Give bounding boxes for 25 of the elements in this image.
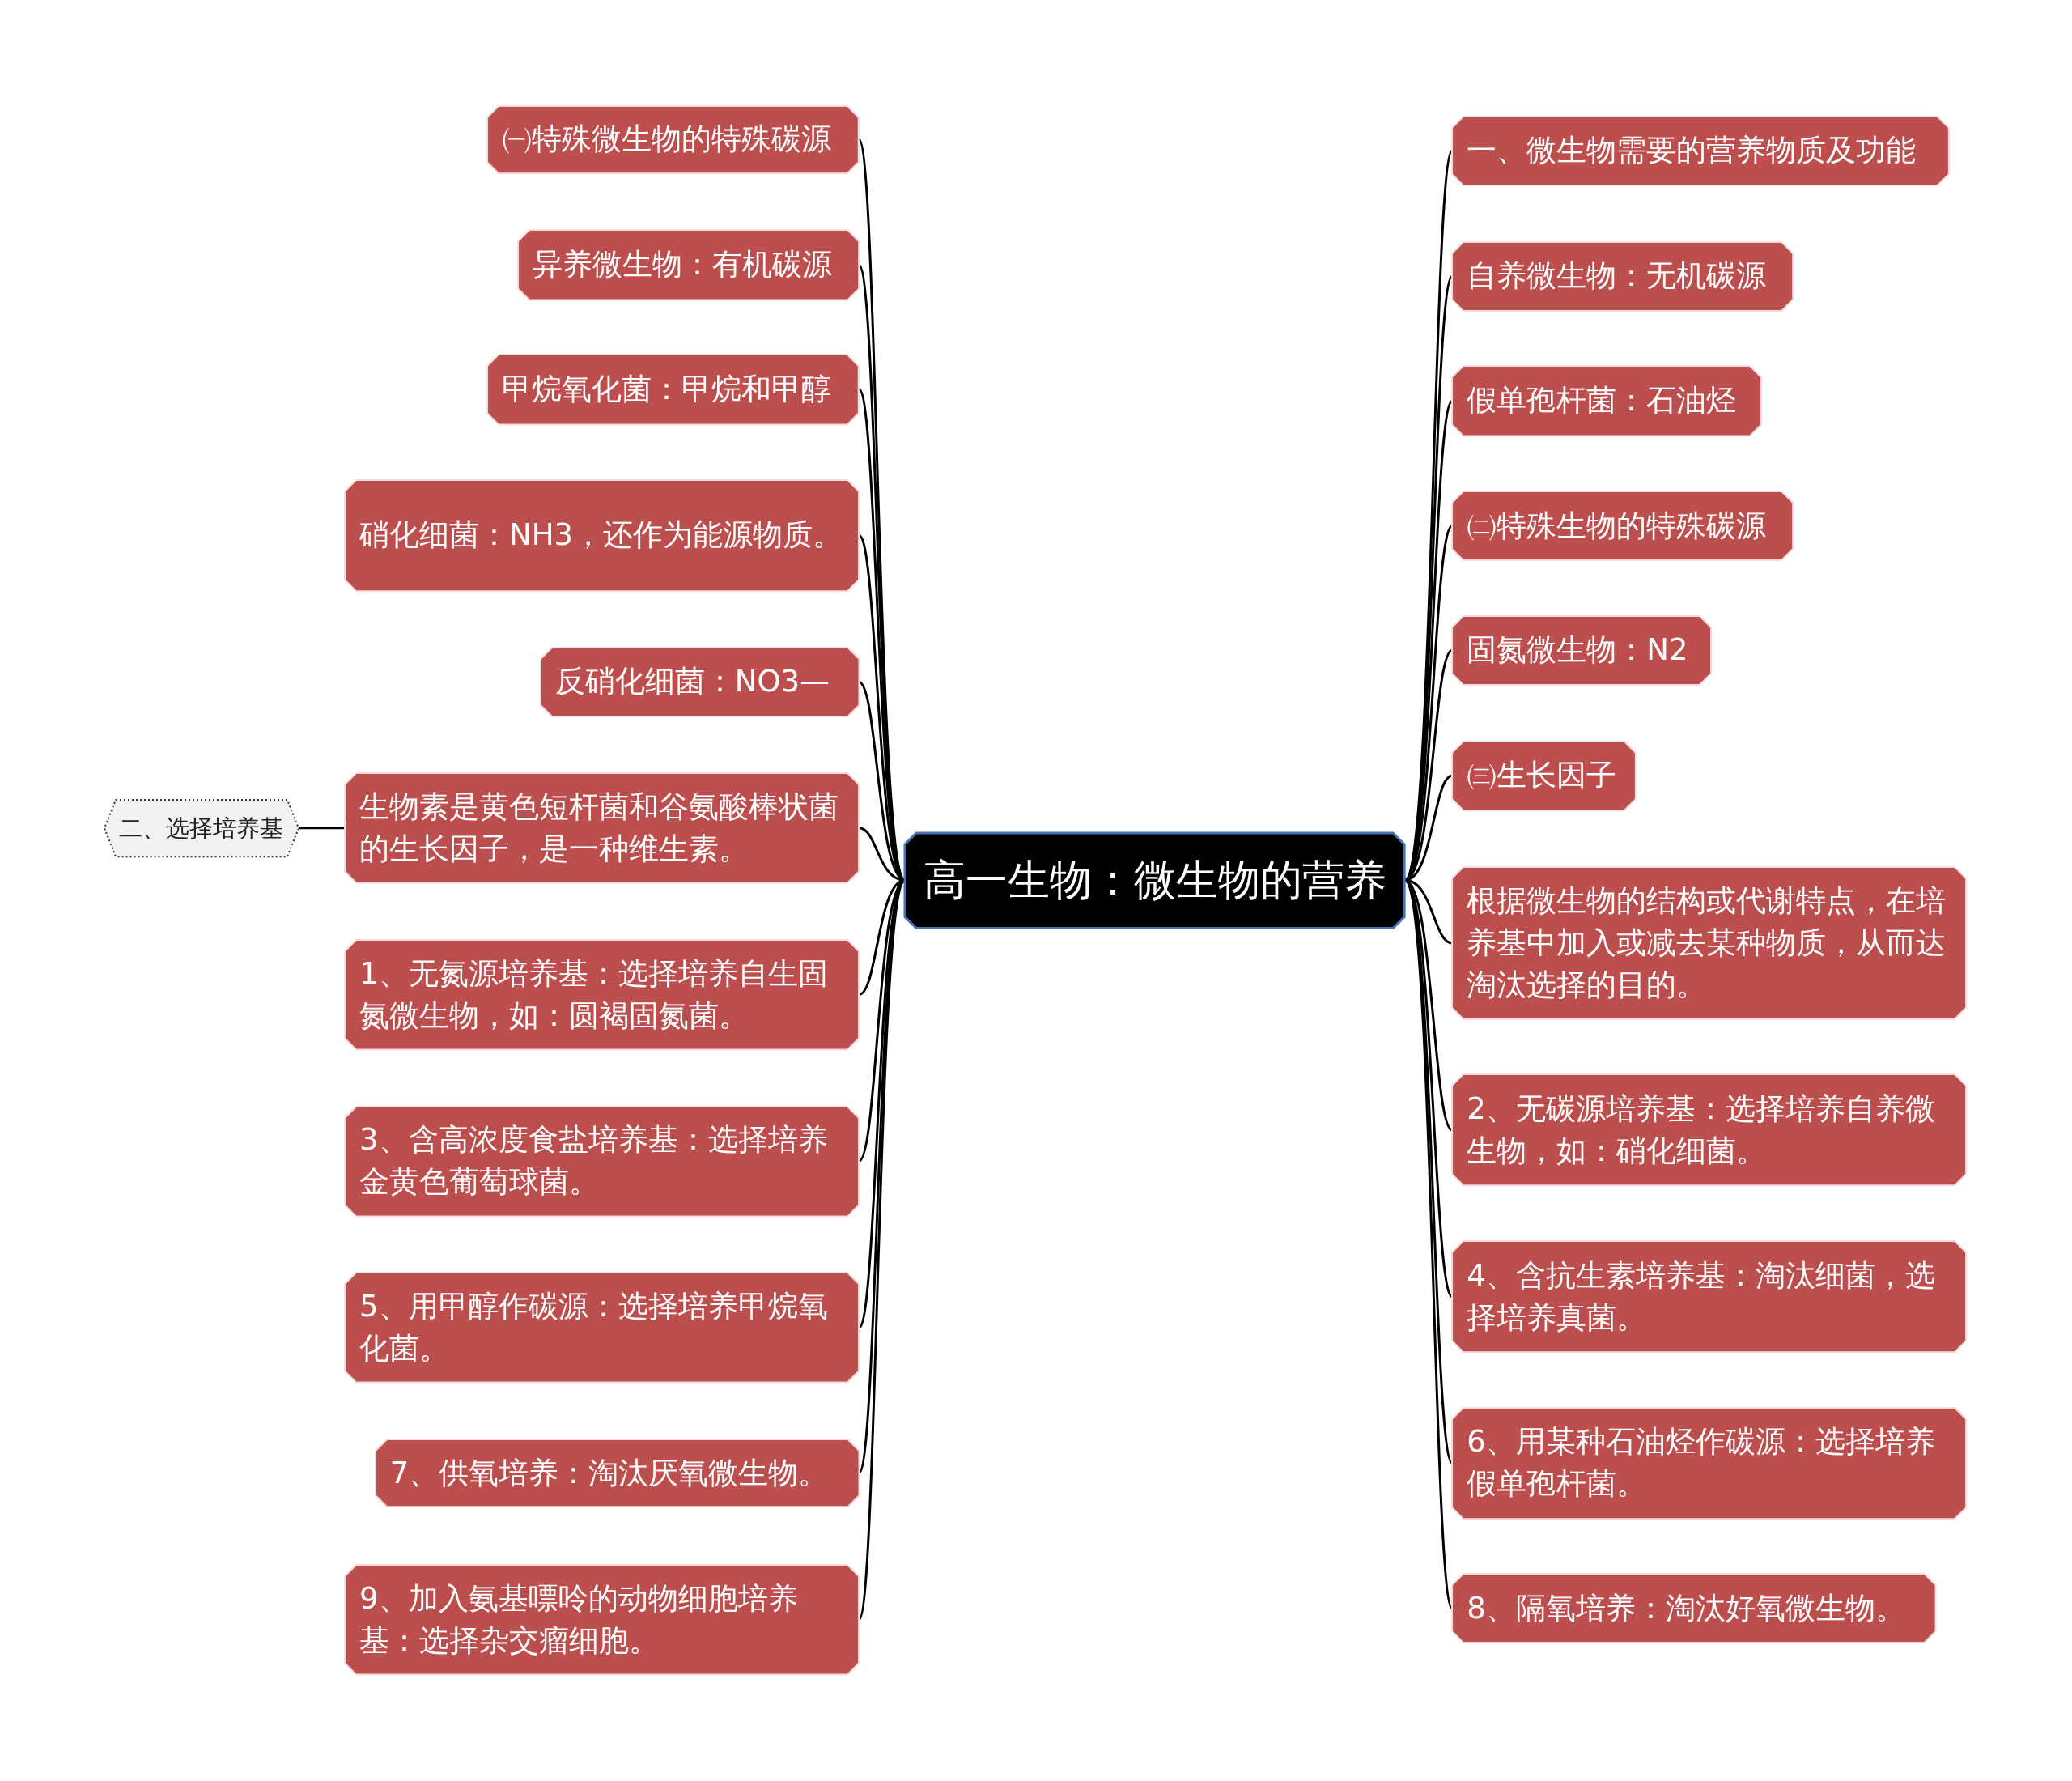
- topic-box: 甲烷氧化菌：甲烷和甲醇: [487, 354, 860, 425]
- topic-box: ㈡特殊生物的特殊碳源: [1452, 491, 1794, 561]
- topic-box: 7、供氧培养：淘汰厌氧微生物。: [375, 1439, 860, 1507]
- topic-box: 2、无碳源培养基：选择培养自养微生物，如：硝化细菌。: [1452, 1074, 1967, 1186]
- topic-box: 3、含高浓度食盐培养基：选择培养金黄色葡萄球菌。: [345, 1106, 860, 1216]
- topic-box: 4、含抗生素培养基：淘汰细菌，选择培养真菌。: [1452, 1241, 1967, 1353]
- topic-box: 生物素是黄色短杆菌和谷氨酸棒状菌的生长因子，是一种维生素。: [345, 773, 860, 883]
- topic-box: 6、用某种石油烃作碳源：选择培养假单孢杆菌。: [1452, 1407, 1967, 1519]
- topic-box: 一、微生物需要的营养物质及功能: [1452, 116, 1950, 185]
- topic-box: 自养微生物：无机碳源: [1452, 241, 1794, 311]
- topic-box: 5、用甲醇作碳源：选择培养甲烷氧化菌。: [345, 1273, 860, 1383]
- topic-box: 反硝化细菌：NO3—: [540, 648, 860, 716]
- connector-line: [299, 827, 346, 830]
- topic-box: ㈠特殊微生物的特殊碳源: [487, 105, 860, 173]
- topic-box: 1、无氮源培养基：选择培养自生固氮微生物，如：圆褐固氮菌。: [345, 939, 860, 1050]
- topic-box: ㈢生长因子: [1452, 741, 1637, 810]
- topic-box: 固氮微生物：N2: [1452, 615, 1712, 685]
- topic-box: 高一生物：微生物的营养: [905, 832, 1405, 929]
- topic-box: 硝化细菌：NH3，还作为能源物质。: [345, 479, 860, 591]
- topic-box: 假单孢杆菌：石油烃: [1452, 366, 1762, 436]
- topic-box: 8、隔氧培养：淘汰好氧微生物。: [1452, 1574, 1936, 1643]
- topic-box: 9、加入氨基嘌呤的动物细胞培养基：选择杂交瘤细胞。: [345, 1565, 860, 1675]
- topic-box: 根据微生物的结构或代谢特点，在培养基中加入或减去某种物质，从而达淘汰选择的目的。: [1452, 867, 1967, 1019]
- topic-box: 异养微生物：有机碳源: [518, 230, 860, 300]
- topic-box: 二、选择培养基: [104, 799, 299, 856]
